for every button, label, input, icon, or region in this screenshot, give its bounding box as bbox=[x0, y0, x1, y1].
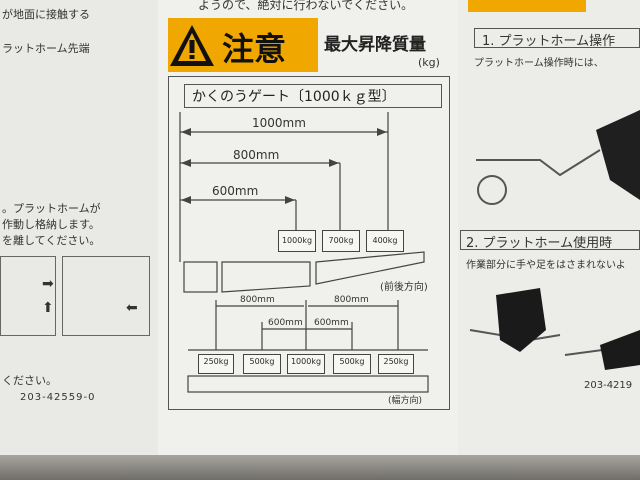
impact-burst-icon bbox=[596, 110, 640, 200]
foot-icon bbox=[600, 330, 640, 370]
hand-icon bbox=[496, 288, 546, 352]
bottom-frame bbox=[0, 455, 640, 480]
